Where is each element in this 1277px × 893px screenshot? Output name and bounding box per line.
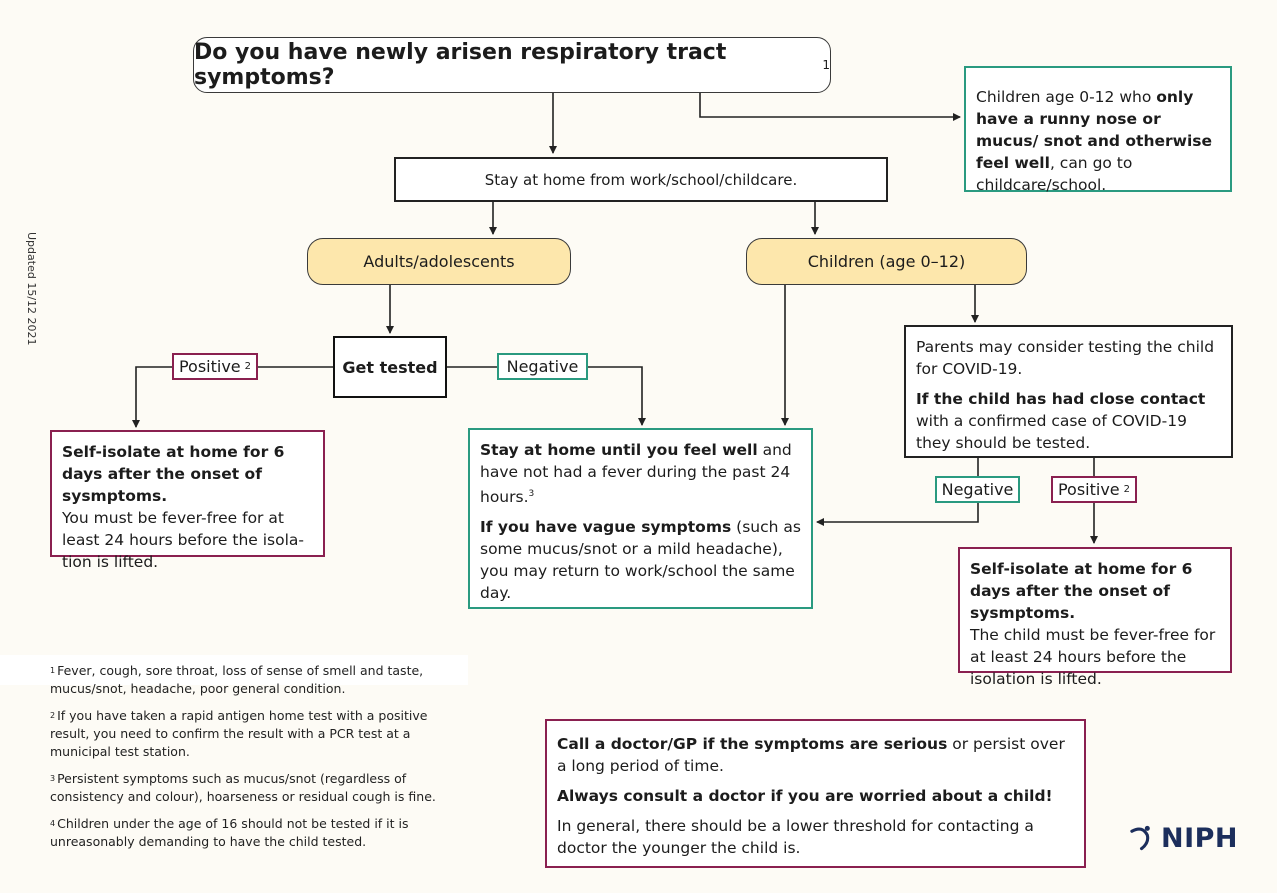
isolate-adult-text: You must be fever-free for at least 24 h… bbox=[62, 509, 305, 571]
parents-text: Parents may consider testing the child f… bbox=[916, 338, 1215, 378]
runny-nose-box: Children age 0-12 who only have a runny … bbox=[964, 66, 1232, 194]
positive-footnote-ref-child: 2 bbox=[1123, 484, 1131, 495]
stay-well-text: and have not had a fever during the past… bbox=[480, 441, 792, 507]
close-contact-bold: If the child has had close contact bbox=[916, 390, 1206, 408]
stay-home-box: Stay at home from work/school/childcare. bbox=[394, 157, 888, 202]
vague-symptoms-bold: If you have vague symptoms bbox=[480, 518, 732, 537]
vague-symptoms-text: (such as some mucus/snot or a mild heada… bbox=[480, 518, 801, 603]
positive-text-child: Positive bbox=[1057, 480, 1120, 499]
children-pill: Children (age 0–12) bbox=[746, 238, 1027, 285]
children-label: Children (age 0–12) bbox=[807, 252, 966, 271]
runny-nose-text-1: Children age 0-12 who bbox=[976, 88, 1157, 106]
close-contact-text: with a confirmed case of COVID-19 they s… bbox=[916, 412, 1187, 452]
niph-wordmark: NIPH bbox=[1160, 822, 1238, 854]
isolate-child-box: Self-isolate at home for 6 days after th… bbox=[958, 547, 1232, 688]
updated-date: Updated 15/12 2021 bbox=[25, 232, 38, 346]
threshold-text: In general, there should be a lower thre… bbox=[557, 817, 1034, 857]
worried-bold: Always consult a doctor if you are worri… bbox=[557, 787, 1053, 805]
doctor-box: Call a doctor/GP if the symptoms are ser… bbox=[545, 719, 1086, 868]
stay-home-text: Stay at home from work/school/childcare. bbox=[484, 170, 798, 189]
question-text: Do you have newly arisen respiratory tra… bbox=[194, 40, 727, 90]
get-tested-box: Get tested bbox=[333, 336, 447, 398]
isolate-child-bold: Self-isolate at home for 6 days after th… bbox=[970, 560, 1193, 622]
doctor-bold: Call a doctor/GP if the symptoms are ser… bbox=[557, 735, 948, 753]
positive-footnote-ref: 2 bbox=[244, 361, 252, 372]
positive-text: Positive bbox=[178, 357, 241, 376]
negative-text-child: Negative bbox=[941, 480, 1014, 499]
get-tested-label: Get tested bbox=[342, 357, 438, 377]
niph-logo: NIPH bbox=[1128, 820, 1238, 856]
symptoms-question: Do you have newly arisen respiratory tra… bbox=[193, 37, 831, 93]
question-footnote-ref: 1 bbox=[822, 58, 830, 72]
negative-text: Negative bbox=[506, 357, 579, 376]
negative-label-adult: Negative bbox=[497, 353, 588, 380]
negative-label-child: Negative bbox=[935, 476, 1020, 503]
runny-nose-text-2: , can go to childcare/school. bbox=[976, 154, 1133, 194]
parents-box: Parents may consider testing the child f… bbox=[904, 325, 1233, 458]
stay-well-bold: Stay at home until you feel well bbox=[480, 441, 758, 459]
runny-nose-bold: only have a runny nose or mucus/ snot an… bbox=[976, 88, 1213, 172]
isolate-child-text: The child must be fever-free for at leas… bbox=[970, 626, 1216, 688]
adults-label: Adults/adolescents bbox=[363, 252, 515, 271]
footnotes-background bbox=[0, 655, 468, 685]
adults-pill: Adults/adolescents bbox=[307, 238, 571, 285]
stay-well-box: Stay at home until you feel well and hav… bbox=[468, 428, 813, 609]
niph-swirl-icon bbox=[1130, 825, 1150, 851]
doctor-text: or persist over a long period of time. bbox=[557, 735, 1065, 775]
isolate-adult-box: Self-isolate at home for 6 days after th… bbox=[50, 430, 325, 571]
isolate-adult-bold: Self-isolate at home for 6 days after th… bbox=[62, 443, 285, 505]
stay-well-footnote-ref: 3 bbox=[528, 489, 535, 499]
